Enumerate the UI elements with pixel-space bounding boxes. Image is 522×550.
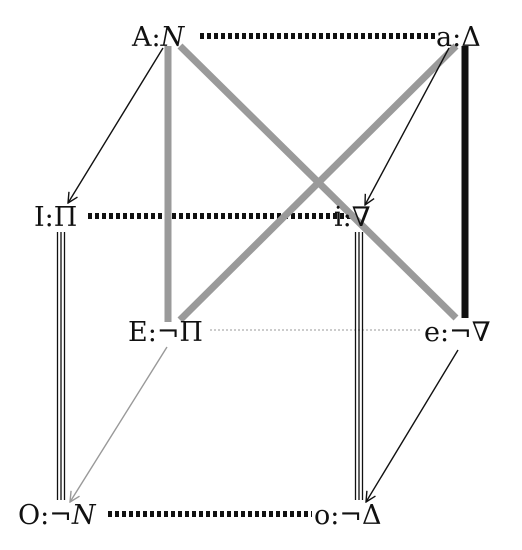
node-a-symbol: Δ [461, 22, 481, 53]
edges-layer [56, 33, 469, 517]
node-O-symbol: ¬N [49, 500, 97, 531]
node-E-label: E: [128, 317, 157, 348]
node-i-symbol: ∇ [352, 202, 371, 233]
node-e: e:¬∇ [424, 317, 491, 348]
node-O-label: O: [18, 500, 49, 531]
node-A: A:N [131, 22, 186, 53]
node-a-label: a: [436, 22, 461, 53]
node-E: E:¬Π [128, 317, 203, 348]
node-o: o:¬Δ [314, 500, 381, 531]
edge-e-o [366, 349, 459, 502]
node-A-symbol: N [160, 22, 186, 53]
node-I: I:Π [34, 202, 77, 233]
node-A-label: A: [131, 22, 161, 53]
node-O: O:¬N [18, 500, 97, 531]
node-e-symbol: ¬∇ [449, 317, 491, 348]
node-i-label: i: [334, 202, 352, 233]
node-E-symbol: ¬Π [157, 317, 203, 348]
edge-E-O [70, 346, 168, 502]
node-I-symbol: Π [54, 202, 78, 233]
labels-layer: A:N a:Δ I:Π i:∇ E:¬Π e:¬∇ O:¬N o:¬Δ [18, 22, 491, 531]
edge-a-i [365, 47, 450, 205]
node-I-label: I: [34, 202, 54, 233]
node-o-label: o: [314, 500, 339, 531]
node-e-label: e: [424, 317, 449, 348]
node-a: a:Δ [436, 22, 481, 53]
edge-a-E [177, 43, 459, 323]
edge-A-I [68, 47, 164, 203]
node-o-symbol: ¬Δ [339, 500, 381, 531]
node-i: i:∇ [334, 202, 371, 233]
